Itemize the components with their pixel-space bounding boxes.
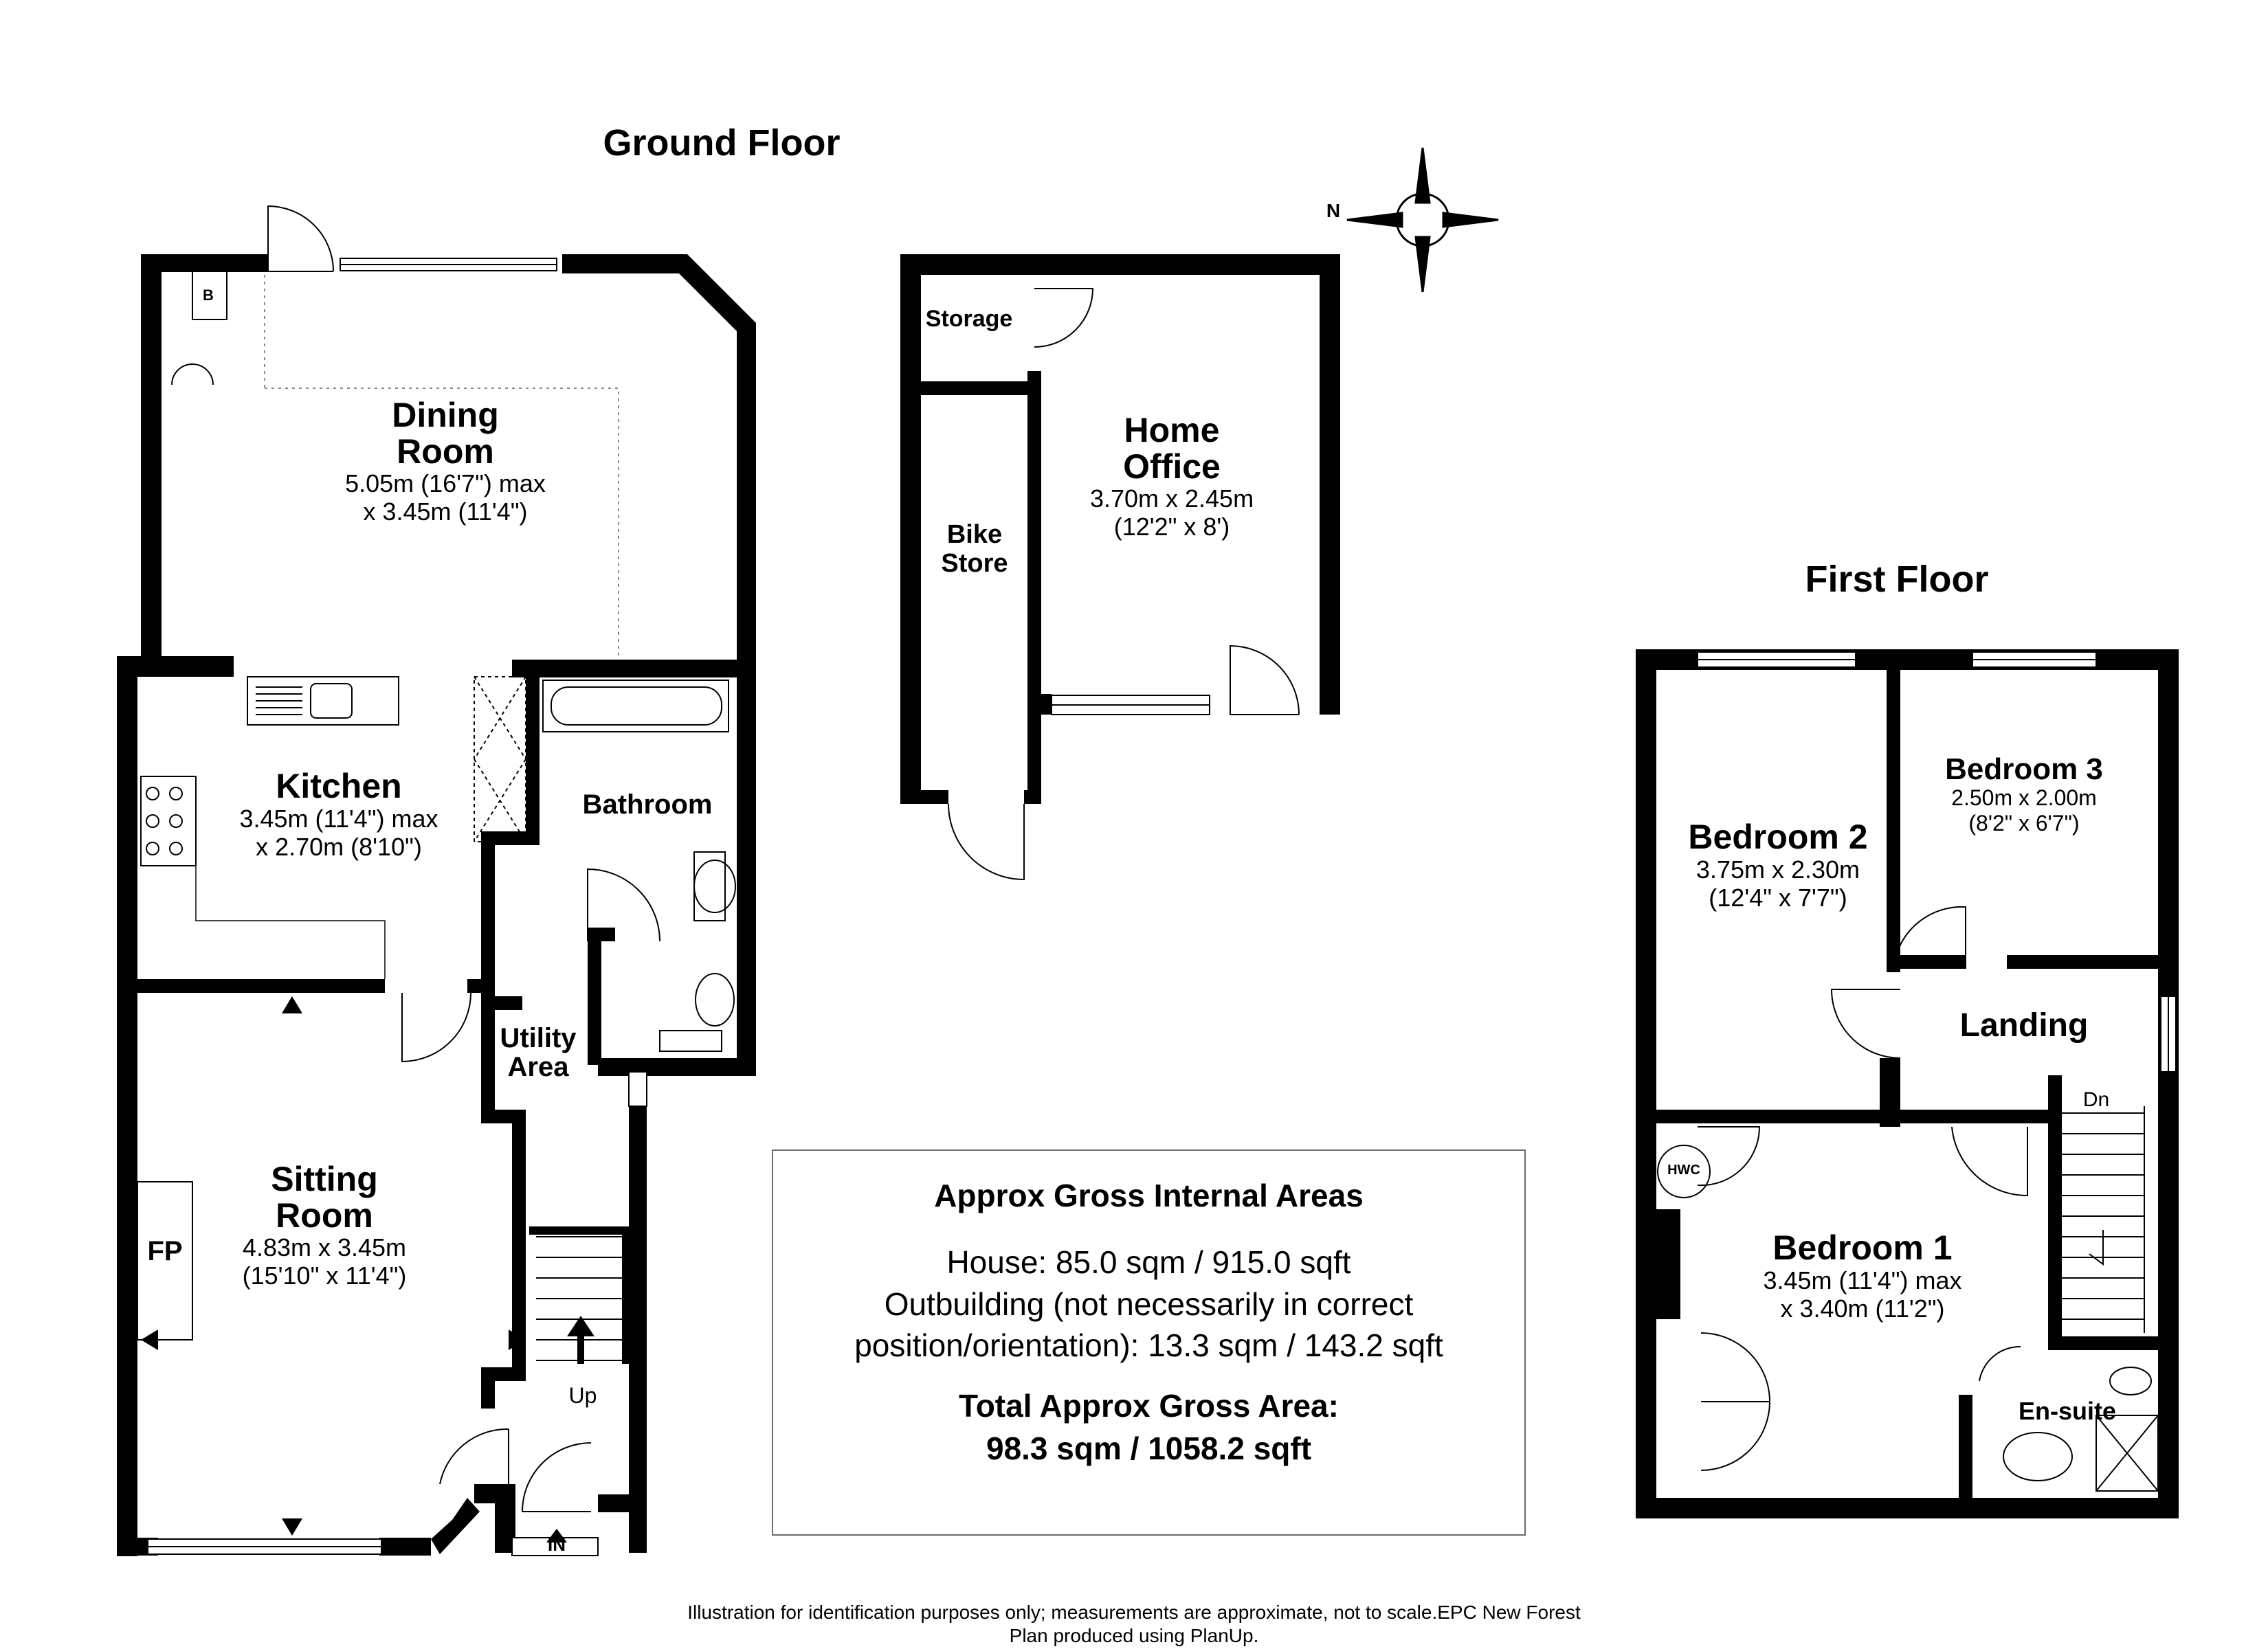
bedroom1-label: Bedroom 1 3.45m (11'4") max x 3.40m (11'…	[1763, 1230, 1961, 1323]
disclaimer-line2: Plan produced using PlanUp.	[1009, 1624, 1259, 1646]
ensuite-label: En-suite	[2018, 1397, 2117, 1425]
utility-name-line2: Area	[507, 1052, 569, 1082]
sitting-room-name-line1: Sitting	[271, 1160, 378, 1198]
stairs-down-label: Dn	[2082, 1088, 2110, 1111]
bedroom2-name: Bedroom 2	[1688, 818, 1868, 856]
outbuilding-details	[948, 288, 1300, 881]
bedroom3-dim-line1: 2.50m x 2.00m	[1951, 785, 2097, 811]
kitchen-dim-line1: 3.45m (11'4") max	[239, 804, 438, 833]
home-office-name-line2: Office	[1123, 447, 1221, 486]
first-floor-title: First Floor	[1805, 559, 1989, 600]
sitting-room-name-line2: Room	[276, 1196, 373, 1235]
utility-area-label: Utility Area	[500, 1024, 576, 1081]
kitchen-dim-line2: x 2.70m (8'10")	[256, 832, 422, 861]
bedroom1-name: Bedroom 1	[1772, 1229, 1953, 1267]
sitting-room-label: Sitting Room 4.83m x 3.45m (15'10" x 11'…	[243, 1161, 407, 1290]
bathroom-label: Bathroom	[582, 789, 713, 820]
entrance-label: IN	[548, 1534, 566, 1555]
bedroom1-dim-line2: x 3.40m (11'2")	[1780, 1294, 1945, 1323]
bedroom3-dim-line2: (8'2" x 6'7")	[1968, 810, 2080, 835]
dining-room-dim-line2: x 3.45m (11'4")	[363, 497, 528, 526]
home-office-name-line1: Home	[1124, 411, 1220, 449]
bedroom1-dim-line1: 3.45m (11'4") max	[1763, 1266, 1962, 1294]
home-office-dim-line2: (12'2" x 8')	[1113, 513, 1230, 541]
disclaimer-line1: Illustration for identification purposes…	[687, 1602, 1581, 1623]
area-total-line1: Total Approx Gross Area:	[959, 1388, 1339, 1424]
landing-label: Landing	[1959, 1007, 2089, 1044]
area-outbuilding-line1: Outbuilding (not necessarily in correct	[884, 1286, 1414, 1322]
area-outbuilding-line2: position/orientation): 13.3 sqm / 143.2 …	[854, 1327, 1443, 1364]
utility-name-line1: Utility	[500, 1023, 577, 1053]
stairs-up-label: Up	[568, 1383, 597, 1408]
hwc-label: HWC	[1667, 1163, 1700, 1178]
bedroom2-dim-line2: (12'4" x 7'7")	[1709, 883, 1847, 912]
ground-floor-arrows	[141, 996, 594, 1543]
bedroom2-label: Bedroom 2 3.75m x 2.30m (12'4" x 7'7")	[1688, 819, 1867, 912]
ground-floor-walls	[117, 254, 756, 1556]
bedroom2-dim-line1: 3.75m x 2.30m	[1696, 855, 1860, 884]
boiler-label: B	[203, 287, 214, 304]
home-office-dim-line1: 3.70m x 2.45m	[1089, 484, 1254, 513]
bike-store-name-line1: Bike	[946, 520, 1003, 549]
area-heading: Approx Gross Internal Areas	[934, 1178, 1364, 1213]
dining-room-dim-line1: 5.05m (16'7") max	[345, 469, 546, 497]
compass-icon	[1346, 147, 1499, 293]
bike-store-label: Bike Store	[941, 520, 1008, 579]
kitchen-label: Kitchen 3.45m (11'4") max x 2.70m (8'10"…	[239, 768, 438, 861]
first-floor-details	[1657, 651, 2177, 1492]
dining-room-name-line1: Dining	[392, 396, 499, 434]
bike-store-name-line2: Store	[941, 548, 1008, 578]
area-total-line2: 98.3 sqm / 1058.2 sqft	[986, 1431, 1312, 1467]
disclaimer-footer: Illustration for identification purposes…	[0, 1601, 2268, 1647]
area-house: House: 85.0 sqm / 915.0 sqft	[946, 1244, 1351, 1280]
ground-floor-title: Ground Floor	[603, 122, 841, 164]
outbuilding-walls	[900, 254, 1340, 804]
bedroom3-label: Bedroom 3 2.50m x 2.00m (8'2" x 6'7")	[1945, 752, 2103, 836]
area-summary-box: Approx Gross Internal Areas House: 85.0 …	[772, 1149, 1526, 1536]
home-office-label: Home Office 3.70m x 2.45m (12'2" x 8')	[1090, 412, 1254, 541]
compass-north-label: N	[1326, 200, 1341, 221]
sitting-room-dim-line1: 4.83m x 3.45m	[242, 1233, 407, 1261]
kitchen-name: Kitchen	[276, 767, 402, 805]
storage-label: Storage	[925, 306, 1013, 332]
dining-room-label: Dining Room 5.05m (16'7") max x 3.45m (1…	[345, 397, 546, 526]
fireplace-label: FP	[147, 1236, 183, 1266]
sitting-room-dim-line2: (15'10" x 11'4")	[242, 1261, 407, 1290]
bedroom3-name: Bedroom 3	[1945, 752, 2103, 786]
dining-room-name-line2: Room	[397, 431, 494, 471]
